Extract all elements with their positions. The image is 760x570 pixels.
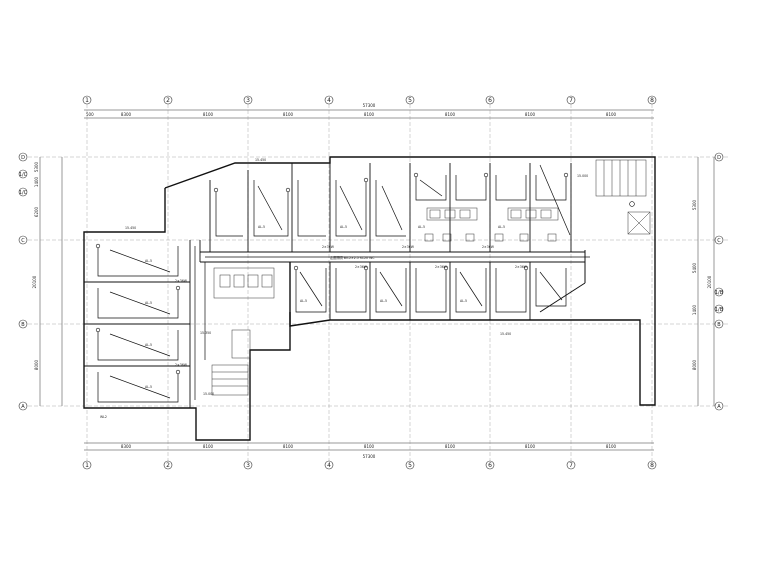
circuit-tag-11: AL-5 <box>145 385 152 389</box>
top-total-dim: 57300 <box>363 103 376 108</box>
right-seg-2: 1400 <box>692 304 697 315</box>
elevation-top: 15.450 <box>255 158 266 162</box>
row-axis-1C-left: 1/C <box>19 172 28 178</box>
top-seg-7: 8100 <box>606 112 617 117</box>
top-dimension-chain: 57300 500 8300 8100 8100 8100 8100 8100 … <box>84 103 654 119</box>
left-seg-4: 5300 <box>34 161 39 172</box>
elevation-west: 15.450 <box>125 226 136 230</box>
lamp-spec-1: 2×36W <box>322 245 335 249</box>
circuit-tag-5: AL-5 <box>300 299 307 303</box>
row-grid: D 1/C 1/C C B A D C 1/B 1/B B A <box>18 152 728 411</box>
col-axis-3-bottom: 3 <box>246 462 250 469</box>
building-outline <box>83 156 656 441</box>
col-axis-8-top: 8 <box>650 97 654 104</box>
col-axis-2-top: 2 <box>166 97 170 104</box>
top-seg-5: 8100 <box>445 112 456 117</box>
col-axis-8-bottom: 8 <box>650 462 654 469</box>
corridor-note: 走廊照明 BV-2×2.5 SC20 WC <box>330 255 375 260</box>
col-axis-6-top: 6 <box>488 97 492 104</box>
lamp-spec-8: 2×36W <box>175 363 188 367</box>
circuit-tag-1: AL-5 <box>258 225 265 229</box>
bottom-seg-1: 8300 <box>121 444 132 449</box>
row-axis-C2-left: 1/C <box>19 190 28 196</box>
right-total-dim: 20100 <box>707 275 712 288</box>
bottom-seg-3: 8100 <box>283 444 294 449</box>
bottom-dimension-chain: 8300 8100 8100 8100 8100 8100 8100 57300 <box>84 442 654 459</box>
col-axis-1-bottom: 1 <box>85 462 89 469</box>
lighting-circuits <box>95 164 635 403</box>
circuit-tag-3: AL-5 <box>418 225 425 229</box>
left-dimension-chain: 20100 8000 6200 1400 5300 <box>32 157 63 406</box>
right-seg-3: 5400 <box>692 262 697 273</box>
right-dimension-chain: 20100 8000 1400 5400 5300 <box>692 157 715 406</box>
row-axis-1B2-right: 1/B <box>715 307 724 313</box>
bottom-total-dim: 57300 <box>363 454 376 459</box>
lamp-spec-4: 2×36W <box>355 265 368 269</box>
col-axis-5-bottom: 5 <box>408 462 412 469</box>
top-seg-3: 8100 <box>283 112 294 117</box>
lamp-spec-3: 2×36W <box>482 245 495 249</box>
elevation-stair-right: 15.000 <box>577 174 588 178</box>
top-end-offset: 500 <box>86 112 94 117</box>
left-seg-1: 8000 <box>34 359 39 370</box>
circuit-tag-7: AL-5 <box>460 299 467 303</box>
top-seg-2: 8100 <box>203 112 214 117</box>
circuit-tag-8: AL-5 <box>145 259 152 263</box>
top-seg-1: 8300 <box>121 112 132 117</box>
elevation-toilet: 15.350 <box>200 331 211 335</box>
lamp-spec-2: 2×36W <box>402 245 415 249</box>
circuit-tag-6: AL-5 <box>380 299 387 303</box>
row-axis-A-right: A <box>717 404 721 410</box>
left-seg-2: 6200 <box>34 206 39 217</box>
annotations: 走廊照明 BV-2×2.5 SC20 WC 15.450 15.450 15.0… <box>100 158 588 419</box>
left-seg-3: 1400 <box>34 176 39 187</box>
bottom-seg-4: 8100 <box>364 444 375 449</box>
col-axis-4-top: 4 <box>327 97 331 104</box>
row-axis-B-right: B <box>717 322 721 328</box>
row-axis-D-right: D <box>717 155 721 161</box>
bottom-seg-2: 8100 <box>203 444 214 449</box>
circuit-tag-4: AL-5 <box>498 225 505 229</box>
bottom-seg-5: 8100 <box>445 444 456 449</box>
right-seg-4: 5300 <box>692 199 697 210</box>
col-axis-2-bottom: 2 <box>166 462 170 469</box>
top-seg-6: 8100 <box>525 112 536 117</box>
elevation-stair-left: 15.000 <box>203 392 214 396</box>
col-axis-7-top: 7 <box>569 97 573 104</box>
bottom-circuit: WL2 <box>100 415 107 419</box>
elevation-right-bottom: 15.450 <box>500 332 511 336</box>
row-axis-C-left: C <box>21 238 25 244</box>
col-axis-6-bottom: 6 <box>488 462 492 469</box>
col-axis-3-top: 3 <box>246 97 250 104</box>
row-axis-C-right: C <box>717 238 721 244</box>
column-grid: 1 2 3 4 5 6 7 8 1 2 3 4 5 6 7 8 <box>82 95 657 470</box>
col-axis-5-top: 5 <box>408 97 412 104</box>
bottom-seg-7: 8100 <box>606 444 617 449</box>
col-axis-4-bottom: 4 <box>327 462 331 469</box>
row-axis-B-left: B <box>21 322 25 328</box>
lamp-spec-5: 2×36W <box>435 265 448 269</box>
circuit-tag-2: AL-5 <box>340 225 347 229</box>
col-axis-1-top: 1 <box>85 97 89 104</box>
lamp-spec-6: 2×36W <box>515 265 528 269</box>
lamp-spec-7: 2×36W <box>175 279 188 283</box>
circuit-tag-10: AL-5 <box>145 343 152 347</box>
circuit-tag-9: AL-5 <box>145 301 152 305</box>
right-seg-1: 8000 <box>692 359 697 370</box>
row-axis-D-left: D <box>21 155 25 161</box>
col-axis-7-bottom: 7 <box>569 462 573 469</box>
left-total-dim: 20100 <box>32 275 37 288</box>
row-axis-A-left: A <box>21 404 25 410</box>
row-axis-1B-right: 1/B <box>715 290 724 296</box>
top-seg-4: 8100 <box>364 112 375 117</box>
bottom-seg-6: 8100 <box>525 444 536 449</box>
